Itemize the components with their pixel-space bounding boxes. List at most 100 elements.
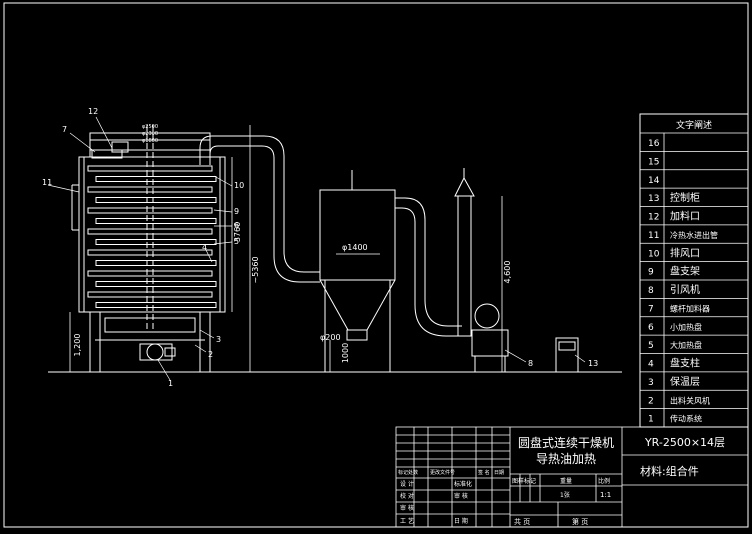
large-heating-plate [87, 165, 213, 172]
heating-plates [87, 165, 217, 308]
callout-13: 13 [588, 359, 598, 368]
tb-row1-a: 校 对 [400, 492, 414, 500]
parts-row-name: 螺杆加料器 [670, 303, 710, 313]
small-heating-plate [95, 197, 217, 203]
dim-top1: φ2500 [142, 124, 158, 130]
parts-row-number: 14 [648, 176, 660, 186]
parts-row-number: 10 [648, 249, 660, 259]
exhaust-stack [454, 168, 475, 337]
parts-row-number: 3 [648, 378, 654, 388]
parts-row-number: 7 [648, 304, 654, 314]
tb-row1-b: 审 核 [454, 492, 468, 500]
parts-row-number: 15 [648, 157, 659, 167]
small-heating-plate [95, 239, 217, 245]
parts-row-number: 8 [648, 286, 654, 296]
callout-6: 6 [234, 221, 239, 230]
parts-row-name: 引风机 [670, 283, 700, 296]
tb-left-header-1: 更改文件号 [430, 469, 455, 476]
dryer-body [71, 125, 226, 372]
callout-4: 4 [202, 243, 207, 252]
fan-duct [395, 197, 462, 337]
callout-1: 1 [168, 379, 173, 388]
small-heating-plate [95, 281, 217, 287]
large-heating-plate [87, 228, 213, 235]
large-heating-plate [87, 291, 213, 298]
drawing-title-line1: 圆盘式连续干燥机 [518, 435, 614, 450]
parts-row-name: 保温层 [670, 375, 700, 388]
tb-mid-header-0: 图样标记 [512, 477, 536, 485]
callout-12: 12 [88, 107, 98, 116]
induced-fan [471, 303, 509, 373]
dim-1200: 1,200 [73, 334, 82, 357]
parts-row-number: 13 [648, 194, 659, 204]
callout-2: 2 [208, 350, 213, 359]
callout-7: 7 [62, 125, 67, 134]
tb-left-header-2: 签 名 [478, 469, 490, 476]
callout-11: 11 [42, 178, 52, 187]
tb-left-header-0: 标记处数 [398, 469, 418, 476]
parts-row-number: 9 [648, 268, 654, 278]
small-heating-plate [95, 260, 217, 266]
parts-row-number: 2 [648, 396, 654, 406]
tb-row0-a: 设 计 [400, 480, 414, 488]
model-number: YR-2500×14层 [644, 436, 725, 449]
tb-sheet-no: 第 页 [572, 517, 588, 526]
callout-leaders [47, 116, 586, 381]
drawing-title-line2: 导热油加热 [536, 452, 596, 466]
parts-row-number: 4 [648, 360, 654, 370]
callout-10: 10 [234, 181, 244, 190]
tb-left-header-3: 日期 [494, 470, 504, 476]
large-heating-plate [87, 207, 213, 214]
small-heating-plate [95, 218, 217, 224]
small-heating-plate [95, 176, 217, 182]
callout-3: 3 [216, 335, 221, 344]
parts-row-number: 16 [648, 139, 660, 149]
dim-1400: φ1400 [342, 243, 368, 252]
parts-table-header: 文字阐述 [676, 119, 712, 131]
tb-row3-b: 日 期 [454, 517, 468, 525]
parts-row-name: 加料口 [670, 210, 700, 223]
tb-row3-a: 工 艺 [400, 517, 414, 525]
large-heating-plate [87, 249, 213, 256]
parts-row-name: 排风口 [670, 246, 700, 259]
dim-top2: φ2300 [142, 131, 158, 137]
small-heating-plate [95, 302, 217, 308]
parts-row-name: 出料关风机 [670, 395, 710, 405]
dim-top3: φ1800 [142, 138, 158, 144]
tb-sheet-label: 1张 [560, 491, 570, 499]
parts-row-number: 12 [648, 213, 659, 223]
large-heating-plate [87, 270, 213, 277]
tb-sheet-total: 共 页 [514, 517, 530, 526]
cyclone-separator [319, 170, 396, 372]
callout-9: 9 [234, 207, 239, 216]
parts-table: 文字阐述 16 15 14 13 控制柜 12 加料口 11 冷热水进出管 10 排风口 9 盘支架 8 引… [639, 113, 749, 428]
tb-row0-b: 标准化 [454, 480, 472, 488]
parts-row-name: 小加热盘 [670, 322, 702, 332]
parts-row-name: 传动系统 [670, 414, 702, 424]
parts-row-name: 盘支架 [670, 265, 700, 278]
callout-8: 8 [528, 359, 533, 368]
dim-200: φ200 [320, 333, 341, 342]
parts-row-name: 大加热盘 [670, 340, 702, 350]
exhaust-duct [199, 135, 320, 283]
large-heating-plate [87, 186, 213, 193]
tb-mid-header-1: 重量 [560, 477, 572, 485]
tb-mid-header-2: 比例 [598, 477, 610, 485]
title-block [395, 426, 749, 528]
dim-1000: 1000 [341, 343, 350, 363]
parts-row-name: 盘支柱 [670, 357, 700, 370]
parts-row-number: 5 [648, 341, 654, 351]
dimension-lines [69, 125, 503, 372]
dim-5360: ~5360 [251, 256, 260, 283]
parts-row-name: 冷热水进出管 [670, 230, 718, 240]
dim-4600: 4,600 [503, 261, 512, 284]
dim-3760: 3760 [233, 222, 242, 242]
parts-row-name: 控制柜 [670, 191, 700, 204]
material-label: 材料:组合件 [640, 464, 699, 478]
tb-row2-a: 审 核 [400, 504, 414, 512]
tb-scale: 1:1 [600, 491, 611, 499]
parts-row-number: 11 [648, 231, 659, 241]
parts-row-number: 6 [648, 323, 654, 333]
